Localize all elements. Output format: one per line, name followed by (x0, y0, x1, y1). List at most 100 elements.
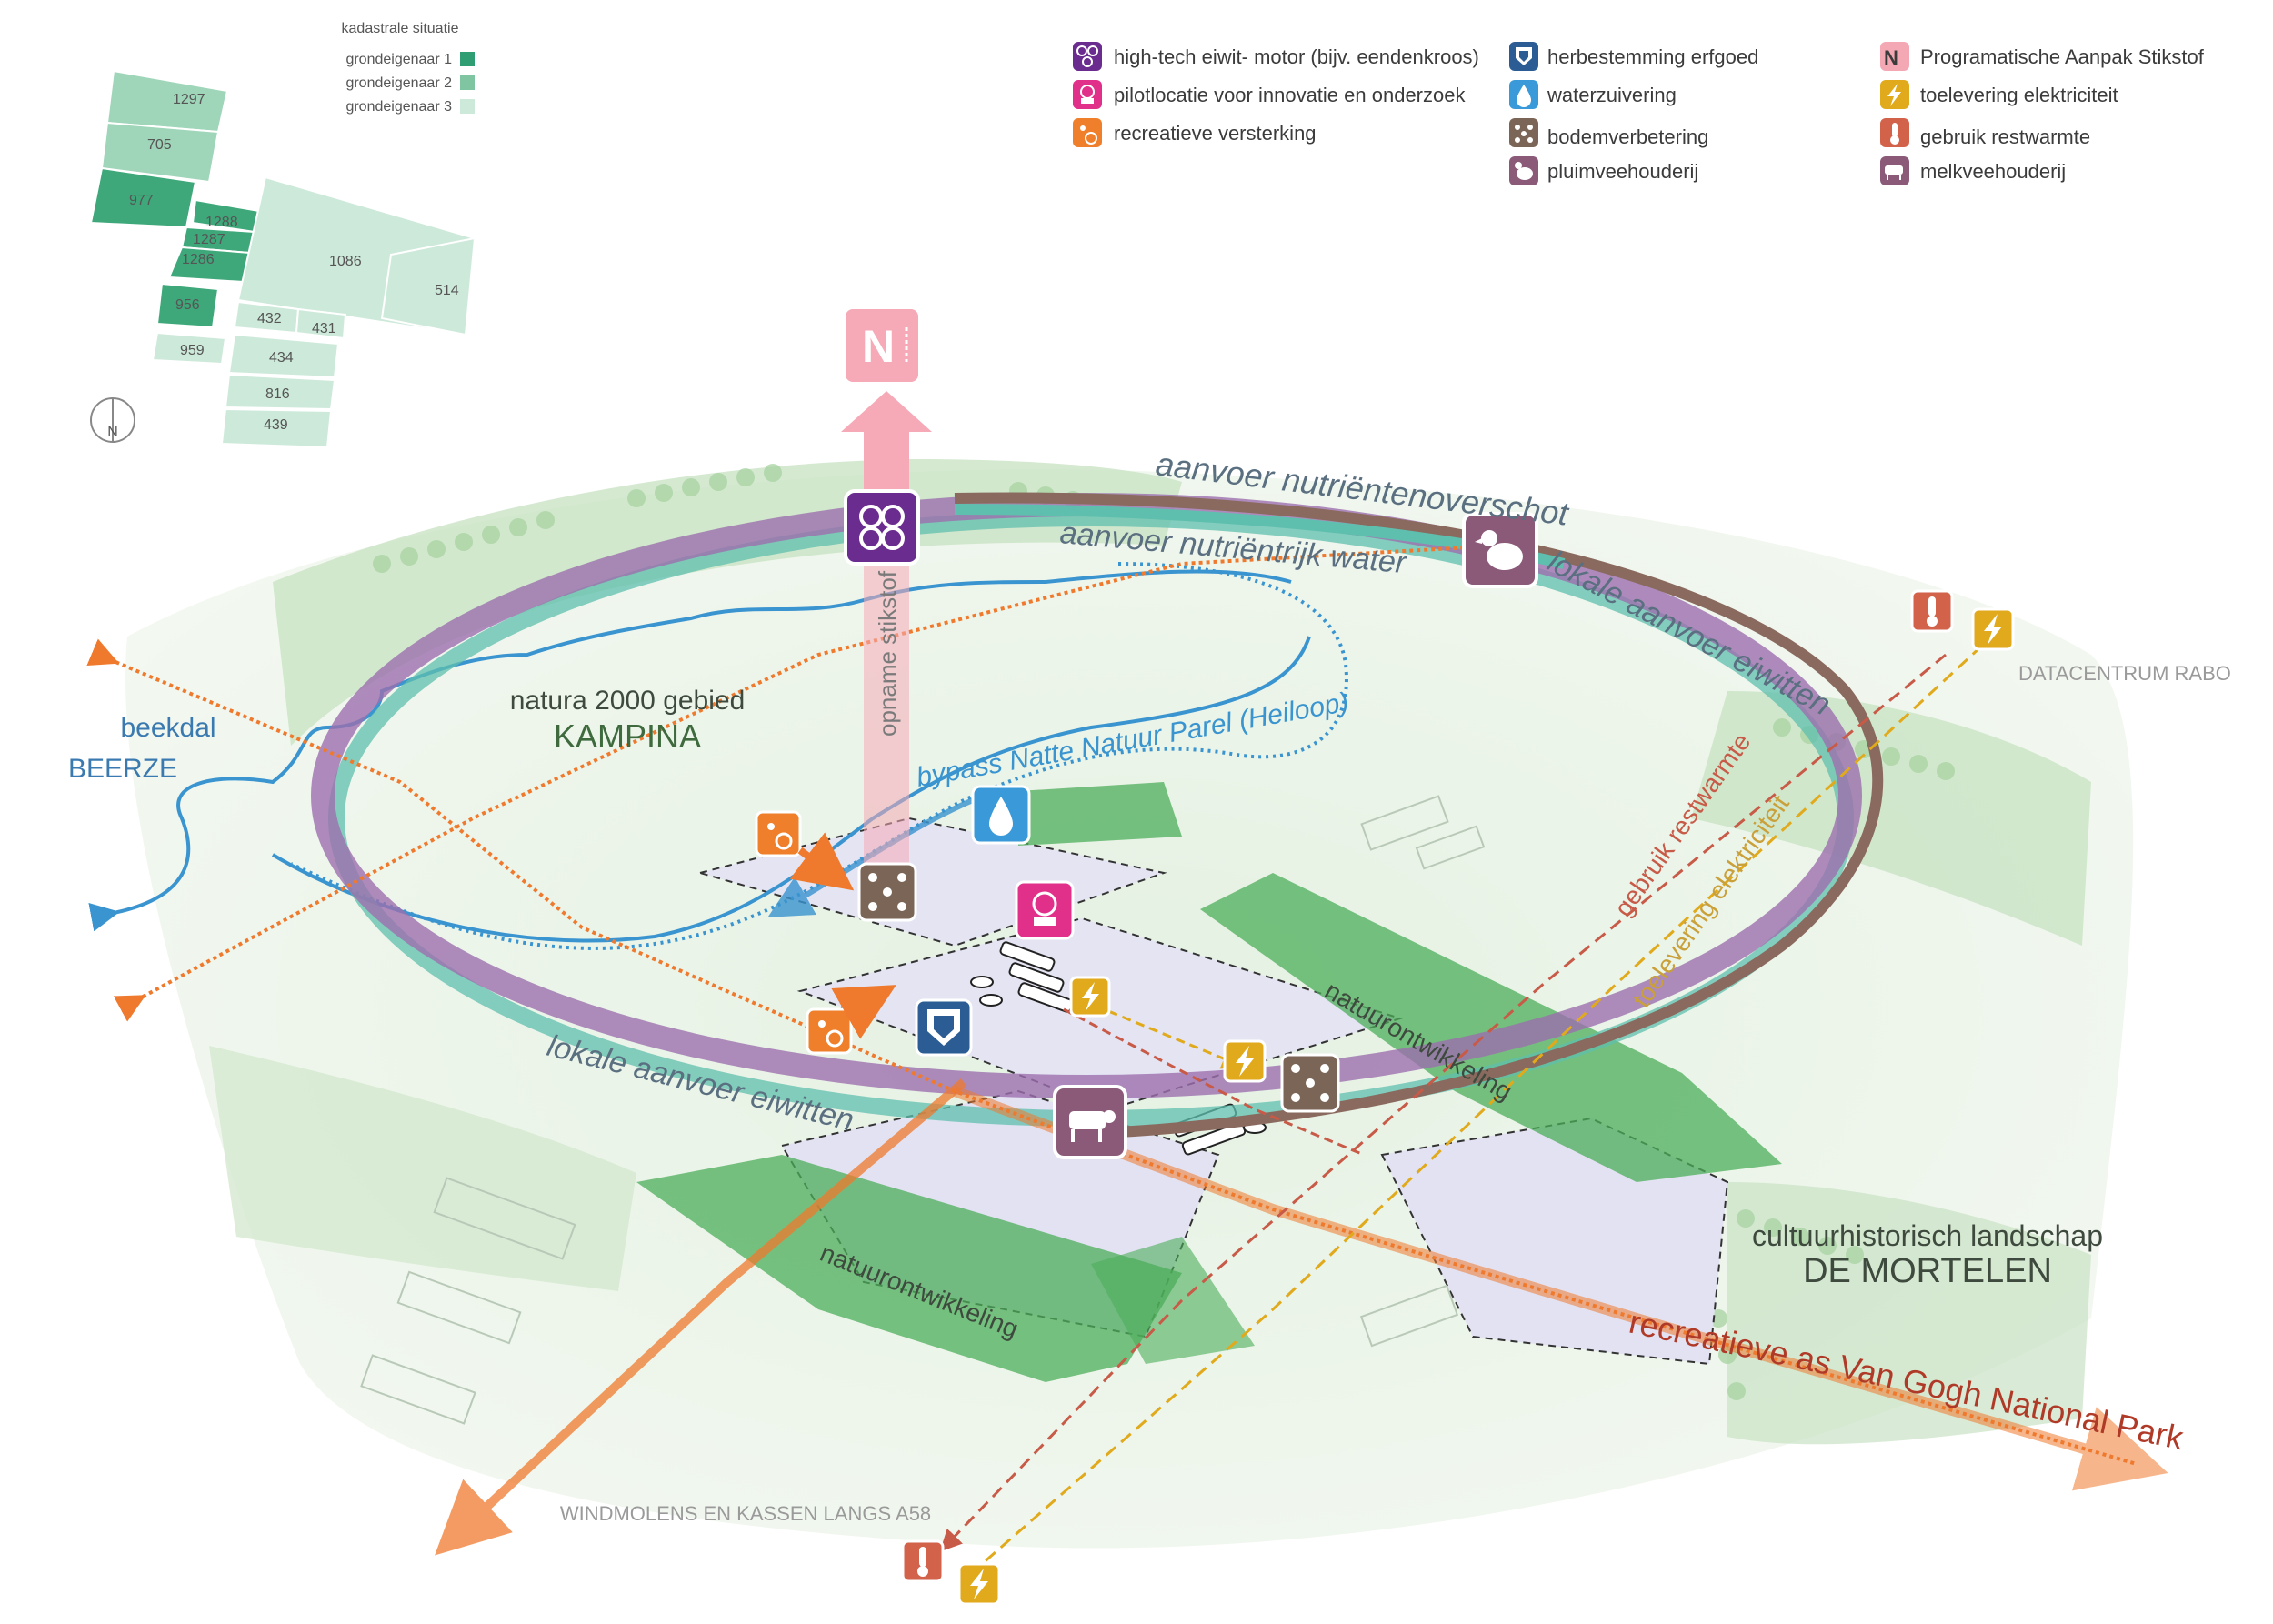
label-natura-main: KAMPINA (554, 717, 701, 755)
parcel-label-431: 431 (312, 321, 336, 336)
owner-2-swatch (460, 75, 475, 90)
legend-item-recreation: recreatieve versterking (1073, 118, 1317, 147)
recreation-arrow-north (789, 832, 855, 891)
label-natura-sub: natura 2000 gebied (510, 686, 746, 716)
water-drop-icon (971, 785, 1031, 845)
legend-item-research: pilotlocatie voor innovatie en onderzoek (1073, 80, 1466, 109)
green-zone-north (1018, 782, 1182, 846)
parcel-label-959: 959 (180, 343, 205, 358)
recreation-icon (806, 1007, 853, 1055)
cadastral-title: kadastrale situatie (342, 21, 459, 36)
parcel-label-705: 705 (147, 137, 172, 153)
green-zone-natuurontwikkeling-east (1200, 873, 1782, 1182)
label-datacenter: DATACENTRUM RABO (2018, 662, 2231, 685)
parcel-label-514: 514 (435, 283, 459, 298)
thermometer-icon (1910, 589, 1954, 633)
legend-item-water: waterzuivering (1509, 80, 1677, 109)
thermometer-icon (901, 1539, 945, 1583)
parcel-514 (380, 236, 476, 336)
north-arrow-icon: N (90, 397, 135, 443)
svg-text:N: N (107, 425, 118, 440)
nitrogen-arrow-shaft (864, 427, 909, 500)
heat-local (1063, 1007, 1365, 1157)
owner-2-label: grondeigenaar 2 (345, 75, 452, 91)
parcel-label-1286: 1286 (182, 252, 215, 267)
svg-text:bodemverbetering: bodemverbetering (1547, 125, 1708, 148)
legend-item-dairy: melkveehouderij (1880, 156, 2066, 185)
svg-text:N: N (862, 321, 895, 372)
recreation-arrow-south (831, 985, 896, 1039)
svg-text:high-tech eiwit- motor (bijv.: high-tech eiwit- motor (bijv. eendenkroo… (1114, 45, 1479, 68)
parcel-label-1287: 1287 (193, 232, 225, 247)
tree-mass-southwest (209, 1046, 636, 1291)
heritage-icon (915, 998, 973, 1057)
lightning-icon (1069, 976, 1111, 1018)
nitrogen-icon: N (846, 309, 918, 382)
electricity-line (981, 644, 1984, 1566)
legend-item-electricity: toelevering elektriciteit (1880, 80, 2118, 109)
parcel-1297 (105, 69, 229, 134)
svg-text:pilotlocatie voor innovatie en: pilotlocatie voor innovatie en onderzoek (1114, 84, 1466, 106)
parcel-label-432: 432 (257, 311, 282, 326)
parcel-959 (151, 331, 227, 366)
svg-text:melkveehouderij: melkveehouderij (1920, 160, 2066, 183)
lightning-icon (957, 1562, 1001, 1606)
soil-icon (1280, 1053, 1340, 1113)
legend-item-heritage: herbestemming erfgoed (1509, 42, 1758, 71)
soil-icon (857, 862, 917, 922)
lightning-icon (1971, 607, 2015, 651)
svg-text:pluimveehouderij: pluimveehouderij (1547, 160, 1698, 183)
green-zone-south-extra (1091, 1237, 1255, 1364)
nitrogen-icon (1880, 42, 1909, 71)
orange-route-south (435, 1078, 967, 1556)
svg-text:herbestemming erfgoed: herbestemming erfgoed (1547, 45, 1758, 68)
parcel-label-1288: 1288 (205, 215, 238, 230)
owner-3-label: grondeigenaar 3 (345, 99, 452, 115)
parcel-431 (295, 307, 347, 340)
legend: high-tech eiwit- motor (bijv. eendenkroo… (1073, 42, 2205, 185)
background-buildings (360, 795, 1486, 1425)
brown-ring-nutrients (954, 492, 1884, 1138)
recreation-icon (1073, 118, 1102, 147)
svg-text:Programatische Aanpak Stikstof: Programatische Aanpak Stikstof (1920, 45, 2205, 68)
label-culture-main: DE MORTELEN (1803, 1252, 2052, 1290)
parcel-label-816: 816 (265, 386, 290, 402)
chicken-icon (1462, 512, 1538, 588)
research-icon (1015, 880, 1075, 940)
river-heiloop (271, 636, 1311, 943)
green-zone-natuurontwikkeling-south (636, 1155, 1182, 1382)
legend-item-soil: bodemverbetering (1509, 118, 1708, 148)
svg-text:recreatieve versterking: recreatieve versterking (1114, 122, 1317, 145)
svg-text:waterzuivering: waterzuivering (1547, 84, 1677, 106)
recreation-icon (755, 810, 802, 857)
label-beekdal-sub: beekdal (120, 713, 215, 743)
label-culture-sub: cultuurhistorisch landschap (1752, 1219, 2103, 1252)
research-icon (1073, 80, 1102, 109)
label-windmills: WINDMOLENS EN KASSEN LANGS A58 (560, 1502, 931, 1525)
nitrogen-arrow-head (841, 391, 932, 432)
protein-engine-icon (844, 489, 920, 566)
svg-text:gebruik restwarmte: gebruik restwarmte (1920, 125, 2090, 148)
electricity-local (1081, 998, 1245, 1069)
cadastral-map: kadastrale situatie grondeigenaar 1 gron… (89, 21, 476, 449)
tree-mass-southeast (1727, 1182, 2091, 1445)
parcel-label-1086: 1086 (329, 254, 362, 269)
parcel-label-956: 956 (175, 297, 200, 313)
heat-line (939, 653, 1947, 1552)
parcel-label-977: 977 (129, 193, 154, 208)
parcel-label-1297: 1297 (173, 92, 205, 107)
owner-1-label: grondeigenaar 1 (345, 52, 452, 67)
parcel-439 (220, 407, 333, 449)
label-beekdal-main: BEERZE (68, 754, 177, 784)
legend-item-nitrogen: N Programatische Aanpak Stikstof (1880, 42, 2205, 71)
svg-text:N: N (1884, 46, 1898, 69)
parcel-434 (227, 333, 340, 379)
parcel-705 (100, 121, 220, 184)
tree-mass-east (1691, 691, 2091, 946)
parcel-label-434: 434 (269, 350, 294, 366)
label-nitrogen-uptake: opname stikstof (874, 570, 901, 737)
lightning-icon (1223, 1039, 1267, 1083)
parcel-816 (224, 373, 336, 411)
owner-3-swatch (460, 99, 475, 114)
